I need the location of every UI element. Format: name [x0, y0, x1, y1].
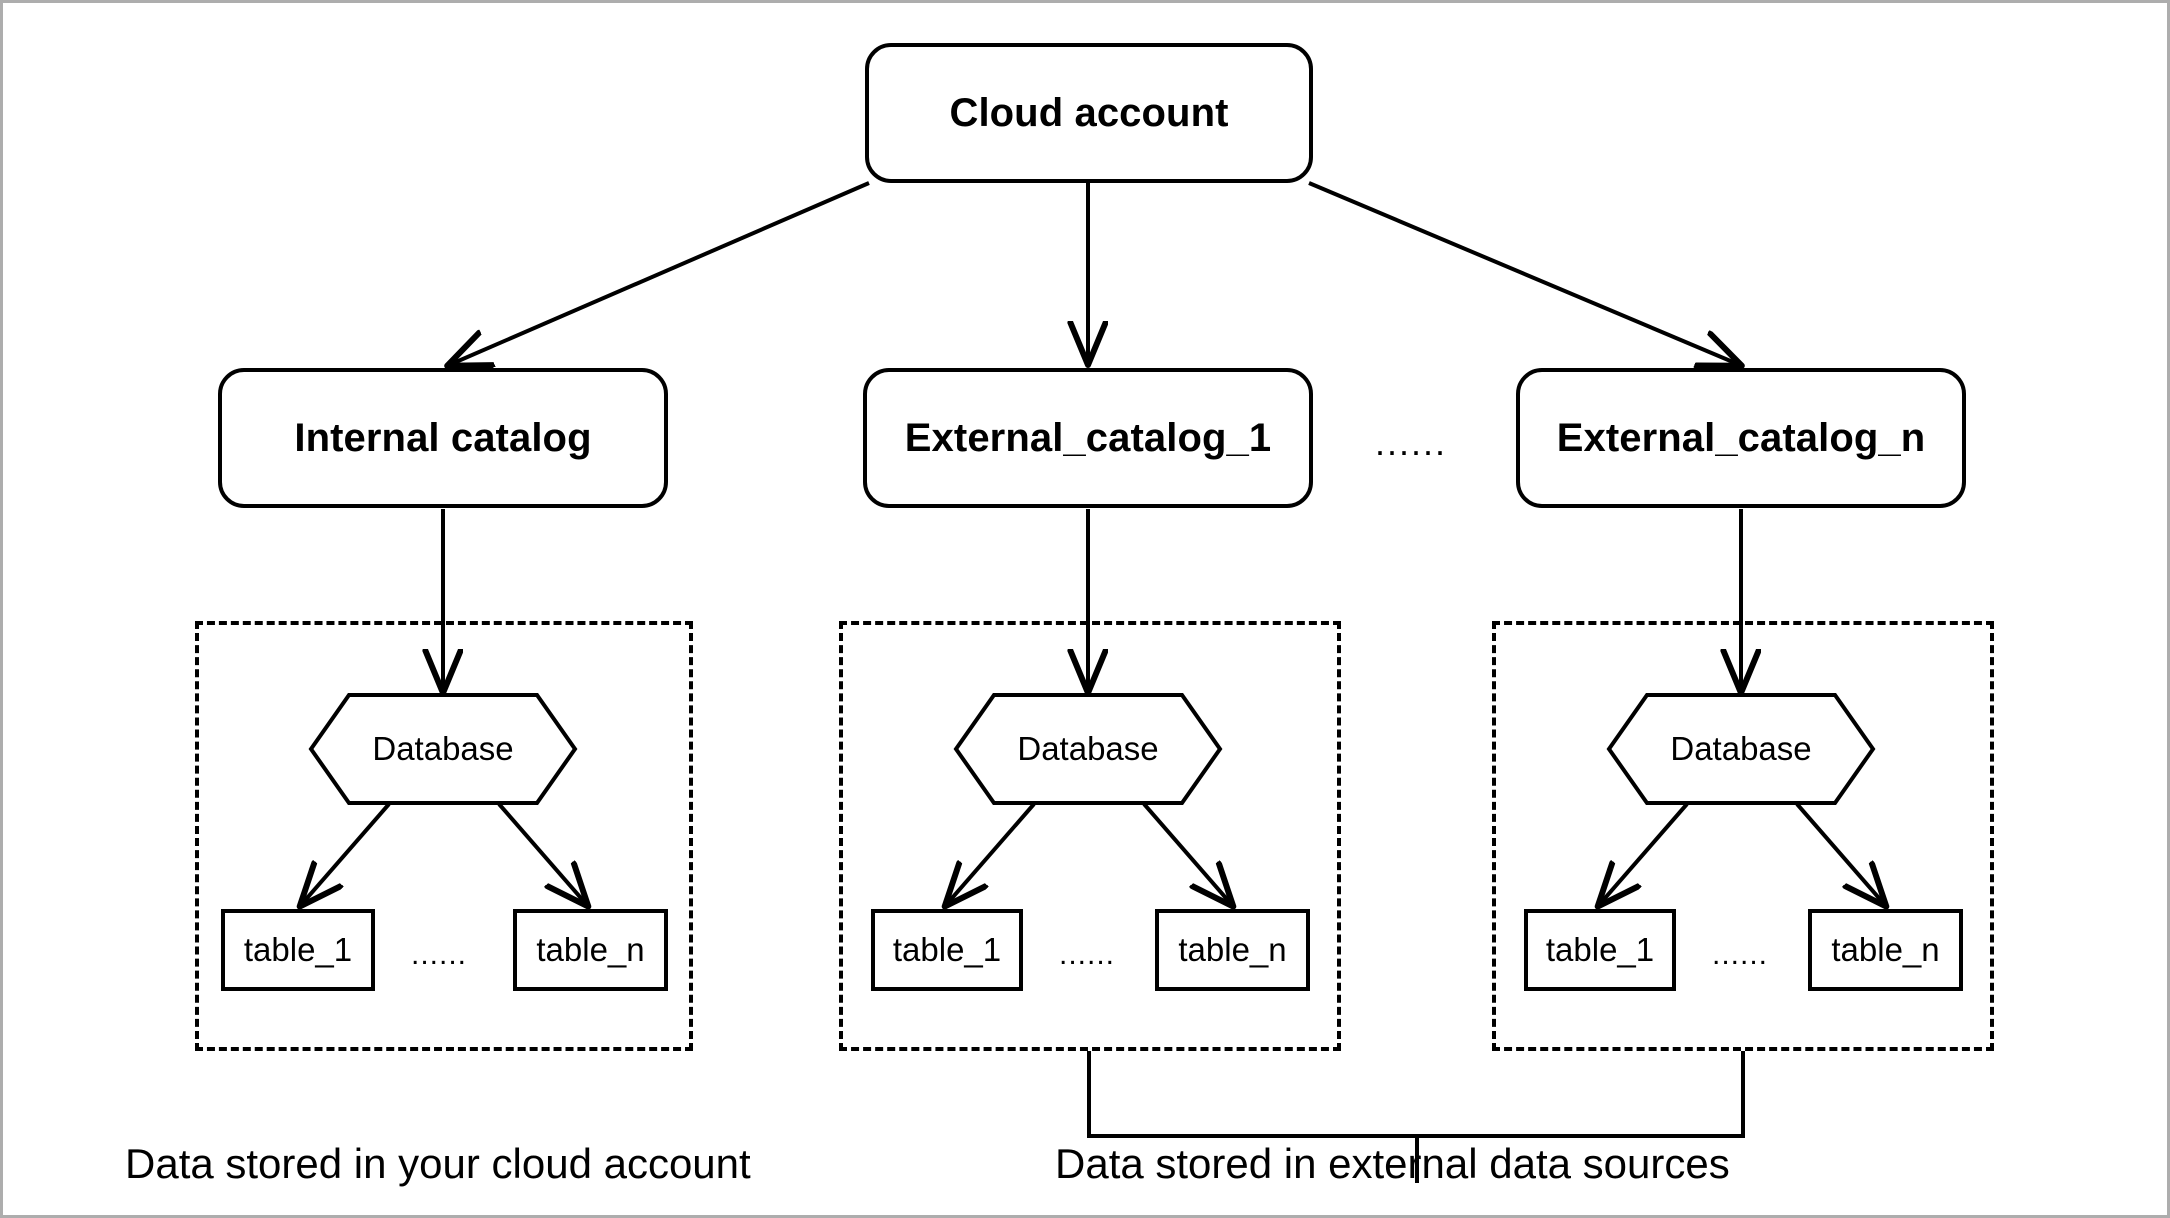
edge-cloud-to-internal-catalog	[449, 181, 870, 365]
node-database-internal-label: Database	[372, 730, 514, 767]
group-boundary-internal	[195, 621, 693, 1051]
node-database-external-n[interactable]: Database	[1609, 695, 1873, 803]
table-row-ellipsis-external-1: ......	[1059, 938, 1116, 971]
node-table-external-1-n-label: table_n	[1178, 931, 1287, 968]
node-table-external-1-1-label: table_1	[892, 931, 1002, 968]
table-row-ellipsis-internal: ......	[411, 938, 468, 971]
node-external-catalog-1-label: External_catalog_1	[904, 415, 1272, 460]
node-internal-catalog[interactable]: Internal catalog	[218, 368, 668, 508]
node-external-catalog-n[interactable]: External_catalog_n	[1516, 368, 1966, 508]
node-table-internal-n-label: table_n	[536, 931, 645, 968]
node-table-internal-1-label: table_1	[243, 931, 353, 968]
node-database-external-1[interactable]: Database	[956, 695, 1220, 803]
node-table-internal-n[interactable]: table_n	[513, 909, 668, 991]
catalog-row-ellipsis: ......	[1375, 422, 1448, 463]
node-internal-catalog-label: Internal catalog	[294, 415, 592, 460]
node-database-external-n-label: Database	[1670, 730, 1812, 767]
node-cloud-account[interactable]: Cloud account	[865, 43, 1313, 183]
node-cloud-account-label: Cloud account	[949, 90, 1229, 135]
edge-cloud-to-external-catalog-n	[1308, 181, 1740, 365]
node-database-internal[interactable]: Database	[311, 695, 575, 803]
node-table-external-1-n[interactable]: table_n	[1155, 909, 1310, 991]
node-database-external-1-label: Database	[1017, 730, 1159, 767]
node-table-external-n-n[interactable]: table_n	[1808, 909, 1963, 991]
external-groups-bracket	[1087, 1051, 1745, 1138]
group-boundary-external-1	[839, 621, 1341, 1051]
node-table-internal-1[interactable]: table_1	[221, 909, 375, 991]
caption-external-storage: Data stored in external data sources	[1055, 1140, 1730, 1187]
node-external-catalog-1[interactable]: External_catalog_1	[863, 368, 1313, 508]
table-row-ellipsis-external-n: ......	[1712, 938, 1769, 971]
caption-internal-storage: Data stored in your cloud account	[125, 1140, 751, 1187]
node-external-catalog-n-label: External_catalog_n	[1556, 415, 1926, 460]
group-boundary-external-n	[1492, 621, 1994, 1051]
node-table-external-1-1[interactable]: table_1	[871, 909, 1023, 991]
node-table-external-n-1-label: table_1	[1545, 931, 1655, 968]
node-table-external-n-n-label: table_n	[1831, 931, 1940, 968]
node-table-external-n-1[interactable]: table_1	[1524, 909, 1676, 991]
